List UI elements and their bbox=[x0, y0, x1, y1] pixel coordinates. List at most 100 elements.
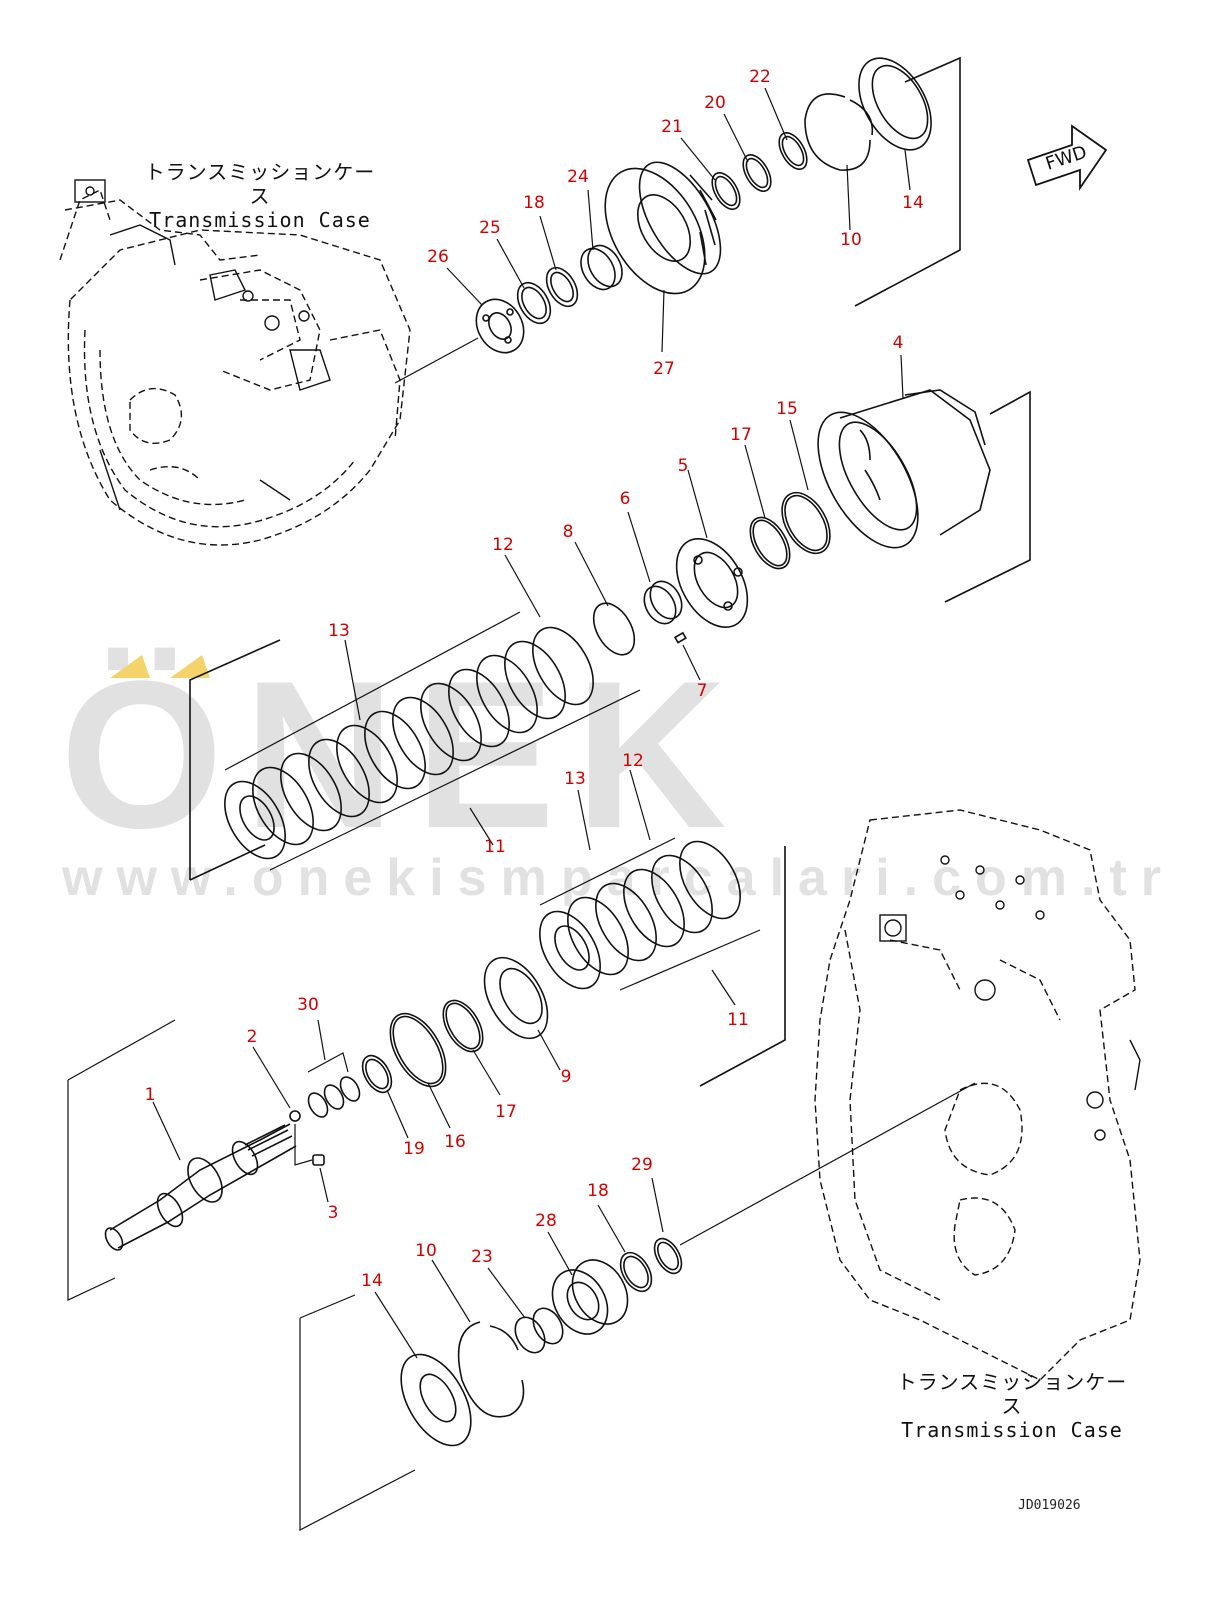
callout-13: 13 bbox=[564, 769, 586, 789]
bracket-30 bbox=[307, 1052, 349, 1073]
part-16-ring bbox=[389, 1012, 447, 1088]
part-15-ring bbox=[781, 491, 831, 555]
callout-5: 5 bbox=[678, 456, 689, 476]
part-27-gear bbox=[604, 161, 722, 295]
bracket-stack-1-callouts bbox=[224, 611, 641, 871]
transmission-case-top-left bbox=[59, 189, 411, 546]
callout-13: 13 bbox=[328, 621, 350, 641]
part-26-bearing bbox=[475, 298, 525, 354]
callout-23: 23 bbox=[471, 1247, 493, 1267]
callout-28: 28 bbox=[535, 1211, 557, 1231]
callout-12: 12 bbox=[492, 535, 514, 555]
part-18-ring-top bbox=[545, 266, 579, 308]
bracket-stack-2-callouts bbox=[539, 837, 761, 991]
case-label-bottom-en: Transmission Case bbox=[901, 1418, 1123, 1442]
bracket-top bbox=[854, 56, 961, 307]
callout-12: 12 bbox=[622, 751, 644, 771]
part-9-piston bbox=[483, 956, 549, 1040]
watermark-accent-left bbox=[110, 655, 150, 678]
watermark-brand: ÖNEK bbox=[60, 637, 747, 872]
callout-11: 11 bbox=[727, 1010, 749, 1030]
part-22-ring bbox=[778, 132, 808, 170]
callout-27: 27 bbox=[653, 359, 675, 379]
part-6-sleeve bbox=[643, 580, 683, 625]
callout-16: 16 bbox=[444, 1132, 466, 1152]
part-21-ring bbox=[711, 172, 741, 210]
callout-30: 30 bbox=[297, 995, 319, 1015]
part-1-shaft bbox=[104, 1123, 297, 1251]
callout-numbers: 22 20 21 24 18 25 26 27 14 10 4 15 17 5 6 8 12 13 7 12 13 11 1… bbox=[145, 67, 924, 1291]
callout-8: 8 bbox=[563, 522, 574, 542]
part-4-clutch-drum bbox=[817, 389, 991, 549]
callout-10: 10 bbox=[415, 1241, 437, 1261]
callout-line-2-3 bbox=[294, 1124, 313, 1166]
part-19-ring bbox=[361, 1054, 393, 1094]
disc-stack-2 bbox=[539, 840, 741, 990]
callout-26: 26 bbox=[427, 247, 449, 267]
callout-6: 6 bbox=[620, 489, 631, 509]
part-5-piston bbox=[675, 538, 749, 628]
bracket-stack-2-frame bbox=[699, 846, 786, 1087]
part-24-needle-bearing bbox=[580, 244, 623, 291]
part-8-ring bbox=[592, 602, 636, 656]
callout-21: 21 bbox=[661, 117, 683, 137]
callout-22: 22 bbox=[749, 67, 771, 87]
part-10-snap-ring-bottom bbox=[457, 1321, 525, 1418]
callout-14: 14 bbox=[902, 193, 924, 213]
callout-18: 18 bbox=[587, 1181, 609, 1201]
part-25-ring bbox=[516, 281, 552, 325]
transmission-case-top-left-solid bbox=[74, 179, 331, 511]
callout-4: 4 bbox=[893, 333, 904, 353]
part-18-ring-bottom bbox=[619, 1251, 653, 1293]
callout-17: 17 bbox=[730, 425, 752, 445]
part-10-snap-ring-top bbox=[804, 93, 874, 171]
case-label-top-jp: トランスミッションケース bbox=[144, 160, 376, 208]
callout-18: 18 bbox=[523, 193, 545, 213]
callout-10: 10 bbox=[840, 230, 862, 250]
callout-2: 2 bbox=[247, 1027, 258, 1047]
part-28-bearing bbox=[551, 1259, 629, 1335]
case-label-bottom-jp: トランスミッションケース bbox=[896, 1370, 1128, 1418]
document-id: JD019026 bbox=[1018, 1498, 1081, 1513]
part-29-ring bbox=[653, 1237, 683, 1275]
bracket-bottom bbox=[299, 1294, 416, 1531]
axis-line-bottom bbox=[679, 1082, 976, 1246]
axis-line-top bbox=[394, 337, 479, 384]
part-3-plug bbox=[312, 1154, 325, 1166]
part-23-bushing bbox=[514, 1307, 564, 1354]
transmission-case-bottom-right-solid bbox=[879, 855, 1141, 1141]
part-14-thrust-washer-bottom bbox=[400, 1353, 472, 1447]
case-label-top-en: Transmission Case bbox=[149, 208, 371, 232]
transmission-case-bottom-right bbox=[814, 809, 1141, 1381]
fwd-arrow bbox=[1026, 124, 1108, 191]
part-17-ring-mid bbox=[442, 999, 484, 1053]
part-7-pin bbox=[673, 631, 687, 644]
callout-11: 11 bbox=[484, 837, 506, 857]
callout-20: 20 bbox=[704, 93, 726, 113]
case-label-bottom: トランスミッションケース Transmission Case bbox=[892, 1370, 1132, 1442]
callout-14: 14 bbox=[361, 1271, 383, 1291]
callout-9: 9 bbox=[561, 1067, 572, 1087]
case-label-top: トランスミッションケース Transmission Case bbox=[140, 160, 380, 232]
disc-stack-1 bbox=[224, 626, 594, 860]
part-14-thrust-washer-top bbox=[858, 57, 932, 151]
bracket-shaft bbox=[67, 1019, 176, 1301]
callout-3: 3 bbox=[328, 1203, 339, 1223]
part-30-seal-rings bbox=[307, 1076, 361, 1118]
callout-15: 15 bbox=[776, 399, 798, 419]
part-17-ring-top bbox=[749, 516, 791, 570]
callout-24: 24 bbox=[567, 167, 589, 187]
bracket-mid bbox=[944, 390, 1031, 603]
bracket-stack-1-frame bbox=[189, 639, 281, 881]
part-20-ring bbox=[742, 154, 772, 192]
callout-29: 29 bbox=[631, 1155, 653, 1175]
callout-25: 25 bbox=[479, 218, 501, 238]
leader-lines bbox=[152, 87, 911, 1359]
callout-17: 17 bbox=[495, 1102, 517, 1122]
callout-19: 19 bbox=[403, 1139, 425, 1159]
watermark-url: www.onekismparcalari.com.tr bbox=[62, 849, 1176, 907]
callout-7: 7 bbox=[697, 681, 708, 701]
part-2-ball bbox=[289, 1110, 301, 1122]
